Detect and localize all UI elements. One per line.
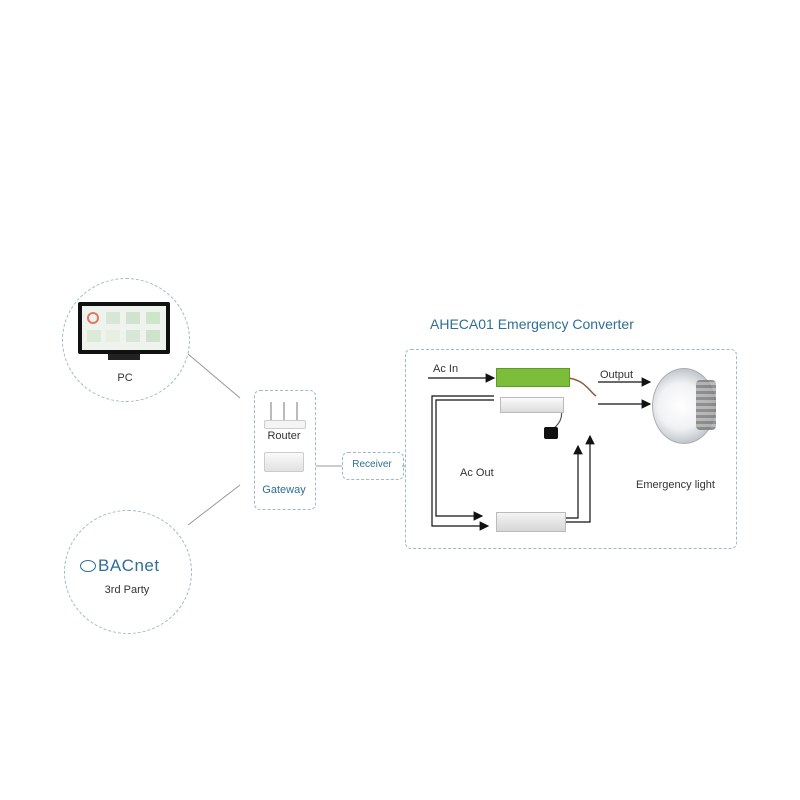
bacnet-logo-text: BACnet xyxy=(98,556,160,575)
converter-module-icon xyxy=(500,397,564,413)
converter-title: AHECA01 Emergency Converter xyxy=(430,316,634,332)
wire-bundle xyxy=(567,377,597,397)
driver-return-outer xyxy=(566,434,595,523)
router-icon xyxy=(264,402,306,429)
gateway-label: Gateway xyxy=(262,484,306,496)
bacnet-mark-icon xyxy=(80,560,96,572)
receiver-label: Receiver xyxy=(352,459,392,470)
ac-in-label: Ac In xyxy=(433,363,459,375)
router-label: Router xyxy=(267,430,301,442)
receiver-box xyxy=(342,452,404,480)
ac-out-loop-inner xyxy=(435,399,494,521)
bacnet-link-line xyxy=(187,484,241,526)
emergency-light-label: Emergency light xyxy=(636,479,715,491)
pc-circle xyxy=(62,278,190,402)
ac-out-loop-outer xyxy=(431,395,494,531)
pc-label: PC xyxy=(117,372,133,384)
emergency-light-icon xyxy=(652,366,718,446)
monitor-icon xyxy=(78,302,170,360)
led-driver-icon xyxy=(496,512,566,532)
pc-link-line xyxy=(187,353,241,399)
gateway-device-icon xyxy=(264,452,304,472)
third-party-label: 3rd Party xyxy=(104,584,150,596)
output-label: Output xyxy=(600,369,634,381)
ac-out-label: Ac Out xyxy=(460,467,494,479)
driver-return-inner xyxy=(566,444,583,519)
bacnet-logo: BACnet xyxy=(80,556,180,576)
router-gateway-box xyxy=(254,390,316,510)
third-party-circle xyxy=(64,510,192,634)
test-switch-icon xyxy=(544,427,558,439)
battery-pack-icon xyxy=(496,368,570,387)
converter-box xyxy=(405,349,737,549)
